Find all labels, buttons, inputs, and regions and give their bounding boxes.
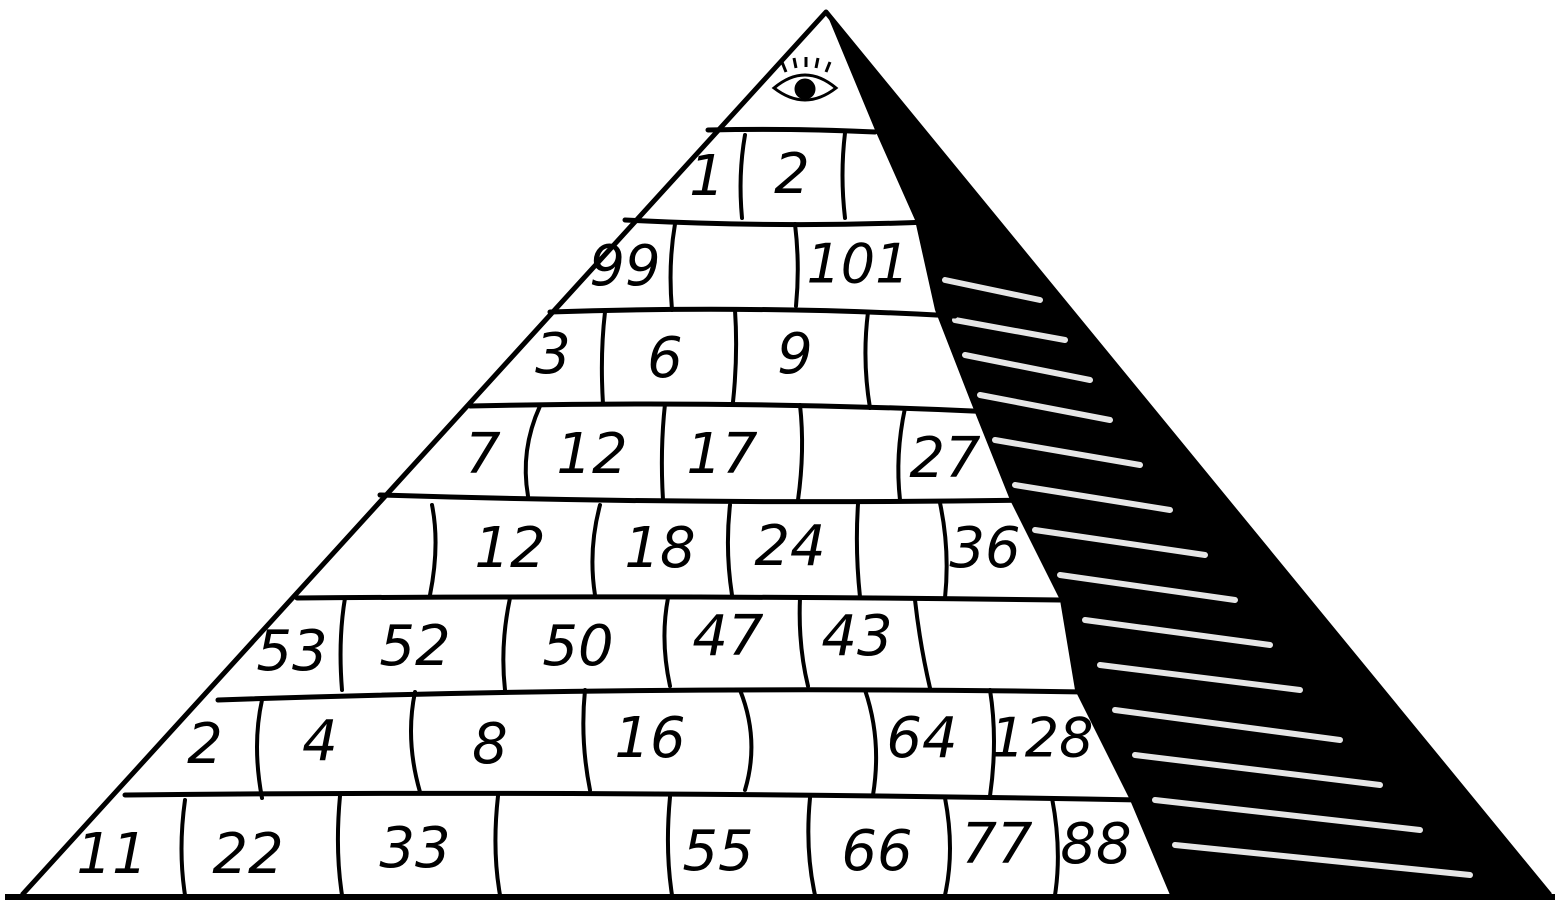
brick-r7-c6: 64 [886,706,957,771]
brick-r7-c3: 8 [472,712,508,777]
brick-r5-c3: 18 [624,516,695,581]
brick-r6-c2: 52 [379,614,450,679]
brick-r7-c7: 128 [990,707,1093,770]
brick-r3-c2: 6 [647,326,683,391]
brick-r3-c3: 9 [777,322,813,387]
brick-r2-c1: 99 [589,234,660,299]
brick-r8-c6: 66 [841,819,912,884]
brick-r4-c5: 27 [909,426,981,491]
brick-r6-c5: 43 [821,604,892,669]
brick-r4-c3: 17 [686,422,758,487]
brick-r6-c4: 47 [692,604,764,669]
brick-r8-c3: 33 [379,816,450,881]
brick-r2-c3: 101 [806,233,909,296]
brick-r7-c2: 4 [302,709,338,774]
brick-r1-c1: 1 [689,144,725,209]
brick-r7-c1: 2 [187,712,223,777]
brick-r5-c4: 24 [754,514,825,579]
brick-r5-c2: 12 [474,516,545,581]
brick-r7-c4: 16 [614,706,685,771]
brick-r6-c1: 53 [256,619,327,684]
brick-r1-c2: 2 [774,142,810,207]
brick-r8-c1: 11 [76,822,147,887]
all-seeing-eye-icon [774,57,836,100]
brick-r4-c1: 7 [465,422,501,487]
brick-r5-c6: 36 [949,516,1020,581]
brick-r8-c2: 22 [212,822,283,887]
brick-r3-c1: 3 [535,322,571,387]
brick-r8-c8: 88 [1060,812,1131,877]
brick-r4-c2: 12 [556,422,627,487]
brick-r8-c7: 77 [961,812,1033,877]
brick-r6-c3: 50 [542,614,613,679]
brick-r8-c5: 55 [682,819,753,884]
